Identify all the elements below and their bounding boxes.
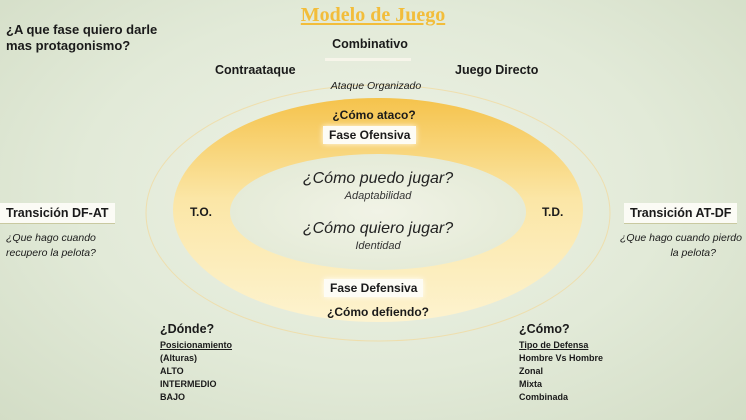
inner-core <box>230 154 526 270</box>
como-item: Zonal <box>519 366 543 376</box>
donde-item: BAJO <box>160 392 186 402</box>
style-combinativo: Combinativo <box>332 37 408 51</box>
donde-block: ¿Dónde? Posicionamiento (Alturas) ALTO I… <box>160 322 232 404</box>
defense-question: ¿Cómo defiendo? <box>327 305 429 319</box>
transition-right-box: Transición AT-DF <box>624 203 738 224</box>
como-item: Mixta <box>519 379 543 389</box>
donde-item: ALTO <box>160 366 184 376</box>
donde-heading: ¿Dónde? <box>160 322 215 336</box>
transition-right-question-line2: la pelota? <box>670 247 716 259</box>
transition-left-question: ¿Que hago cuando recupero la pelota? <box>6 231 96 261</box>
donde-item: INTERMEDIO <box>160 379 217 389</box>
donde-item: Posicionamiento <box>160 340 233 350</box>
defense-phase-box: Fase Defensiva <box>324 279 424 297</box>
transition-left-question-line1: ¿Que hago cuando <box>6 232 96 244</box>
como-item: Tipo de Defensa <box>519 340 589 350</box>
style-ataque-organizado: Ataque Organizado <box>330 80 422 92</box>
como-item: Combinada <box>519 392 569 402</box>
como-block: ¿Cómo? Tipo de Defensa Hombre Vs Hombre … <box>519 322 603 404</box>
diagram-title: Modelo de Juego <box>300 4 446 26</box>
label-to: T.O. <box>190 205 213 219</box>
inner-question-2: ¿Cómo quiero jugar? <box>302 220 454 237</box>
transition-left-box: Transición DF-AT <box>0 203 115 224</box>
style-juego-directo: Juego Directo <box>455 63 539 77</box>
como-heading: ¿Cómo? <box>519 322 570 336</box>
top-question: ¿A que fase quiero darle mas protagonism… <box>6 22 158 53</box>
outer-guide-ring <box>145 84 611 342</box>
inner-subtitle-1: Adaptabilidad <box>344 190 412 202</box>
label-td: T.D. <box>542 205 564 219</box>
offense-phase-box: Fase Ofensiva <box>323 126 417 144</box>
donde-item: (Alturas) <box>160 353 198 363</box>
offense-question: ¿Cómo ataco? <box>332 108 416 122</box>
inner-question-1: ¿Cómo puedo jugar? <box>302 170 454 187</box>
inner-subtitle-2: Identidad <box>355 240 401 252</box>
style-contraataque: Contraataque <box>215 63 296 77</box>
transition-right-question: ¿Que hago cuando pierdo la pelota? <box>606 231 742 261</box>
transition-right-question-line1: ¿Que hago cuando pierdo <box>619 232 742 244</box>
transition-left-question-line2: recupero la pelota? <box>6 247 96 259</box>
combinativo-underline <box>325 58 411 61</box>
como-item: Hombre Vs Hombre <box>519 353 604 363</box>
